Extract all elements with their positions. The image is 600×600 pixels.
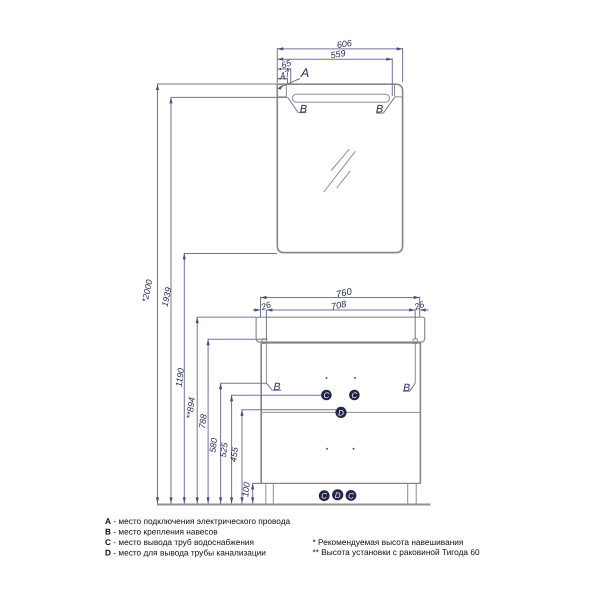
svg-text:C - место вывода труб водоснаб: C - место вывода труб водоснабжения	[105, 537, 254, 547]
svg-text:C: C	[321, 492, 327, 501]
svg-text:D: D	[335, 491, 341, 500]
svg-text:B: B	[300, 103, 307, 115]
svg-text:580: 580	[207, 437, 219, 453]
svg-text:B: B	[376, 104, 383, 116]
svg-text:100: 100	[240, 482, 252, 498]
svg-text:* Рекомендуемая высота навешив: * Рекомендуемая высота навешивания	[313, 537, 464, 547]
svg-text:559: 559	[330, 48, 346, 60]
svg-text:C: C	[348, 491, 354, 500]
svg-text:** Высота установки с раковино: ** Высота установки с раковиной Тигода 6…	[313, 547, 480, 557]
svg-text:26: 26	[412, 299, 426, 312]
svg-text:D - место для вывода трубы кан: D - место для вывода трубы канализации	[105, 548, 266, 558]
svg-text:*2000: *2000	[140, 279, 155, 304]
svg-text:A - место подключения электрич: A - место подключения электрического про…	[105, 516, 291, 526]
svg-text:760: 760	[335, 286, 353, 300]
svg-text:606: 606	[336, 38, 352, 50]
svg-text:708: 708	[330, 299, 348, 312]
svg-text:47: 47	[279, 68, 293, 81]
svg-text:788: 788	[197, 413, 209, 429]
svg-text:**894: **894	[184, 397, 197, 420]
svg-text:26: 26	[259, 299, 273, 312]
svg-text:B: B	[403, 382, 410, 394]
svg-text:1939: 1939	[160, 286, 174, 307]
svg-text:B: B	[273, 381, 280, 393]
svg-text:D: D	[338, 408, 344, 417]
svg-text:B - место крепления навесов: B - место крепления навесов	[105, 527, 218, 537]
svg-text:C: C	[324, 391, 330, 400]
svg-text:A: A	[300, 66, 309, 80]
svg-text:1190: 1190	[174, 367, 186, 387]
svg-text:525: 525	[218, 442, 230, 458]
svg-text:C: C	[352, 391, 358, 400]
svg-text:455: 455	[228, 447, 240, 463]
svg-text:65: 65	[280, 58, 293, 71]
